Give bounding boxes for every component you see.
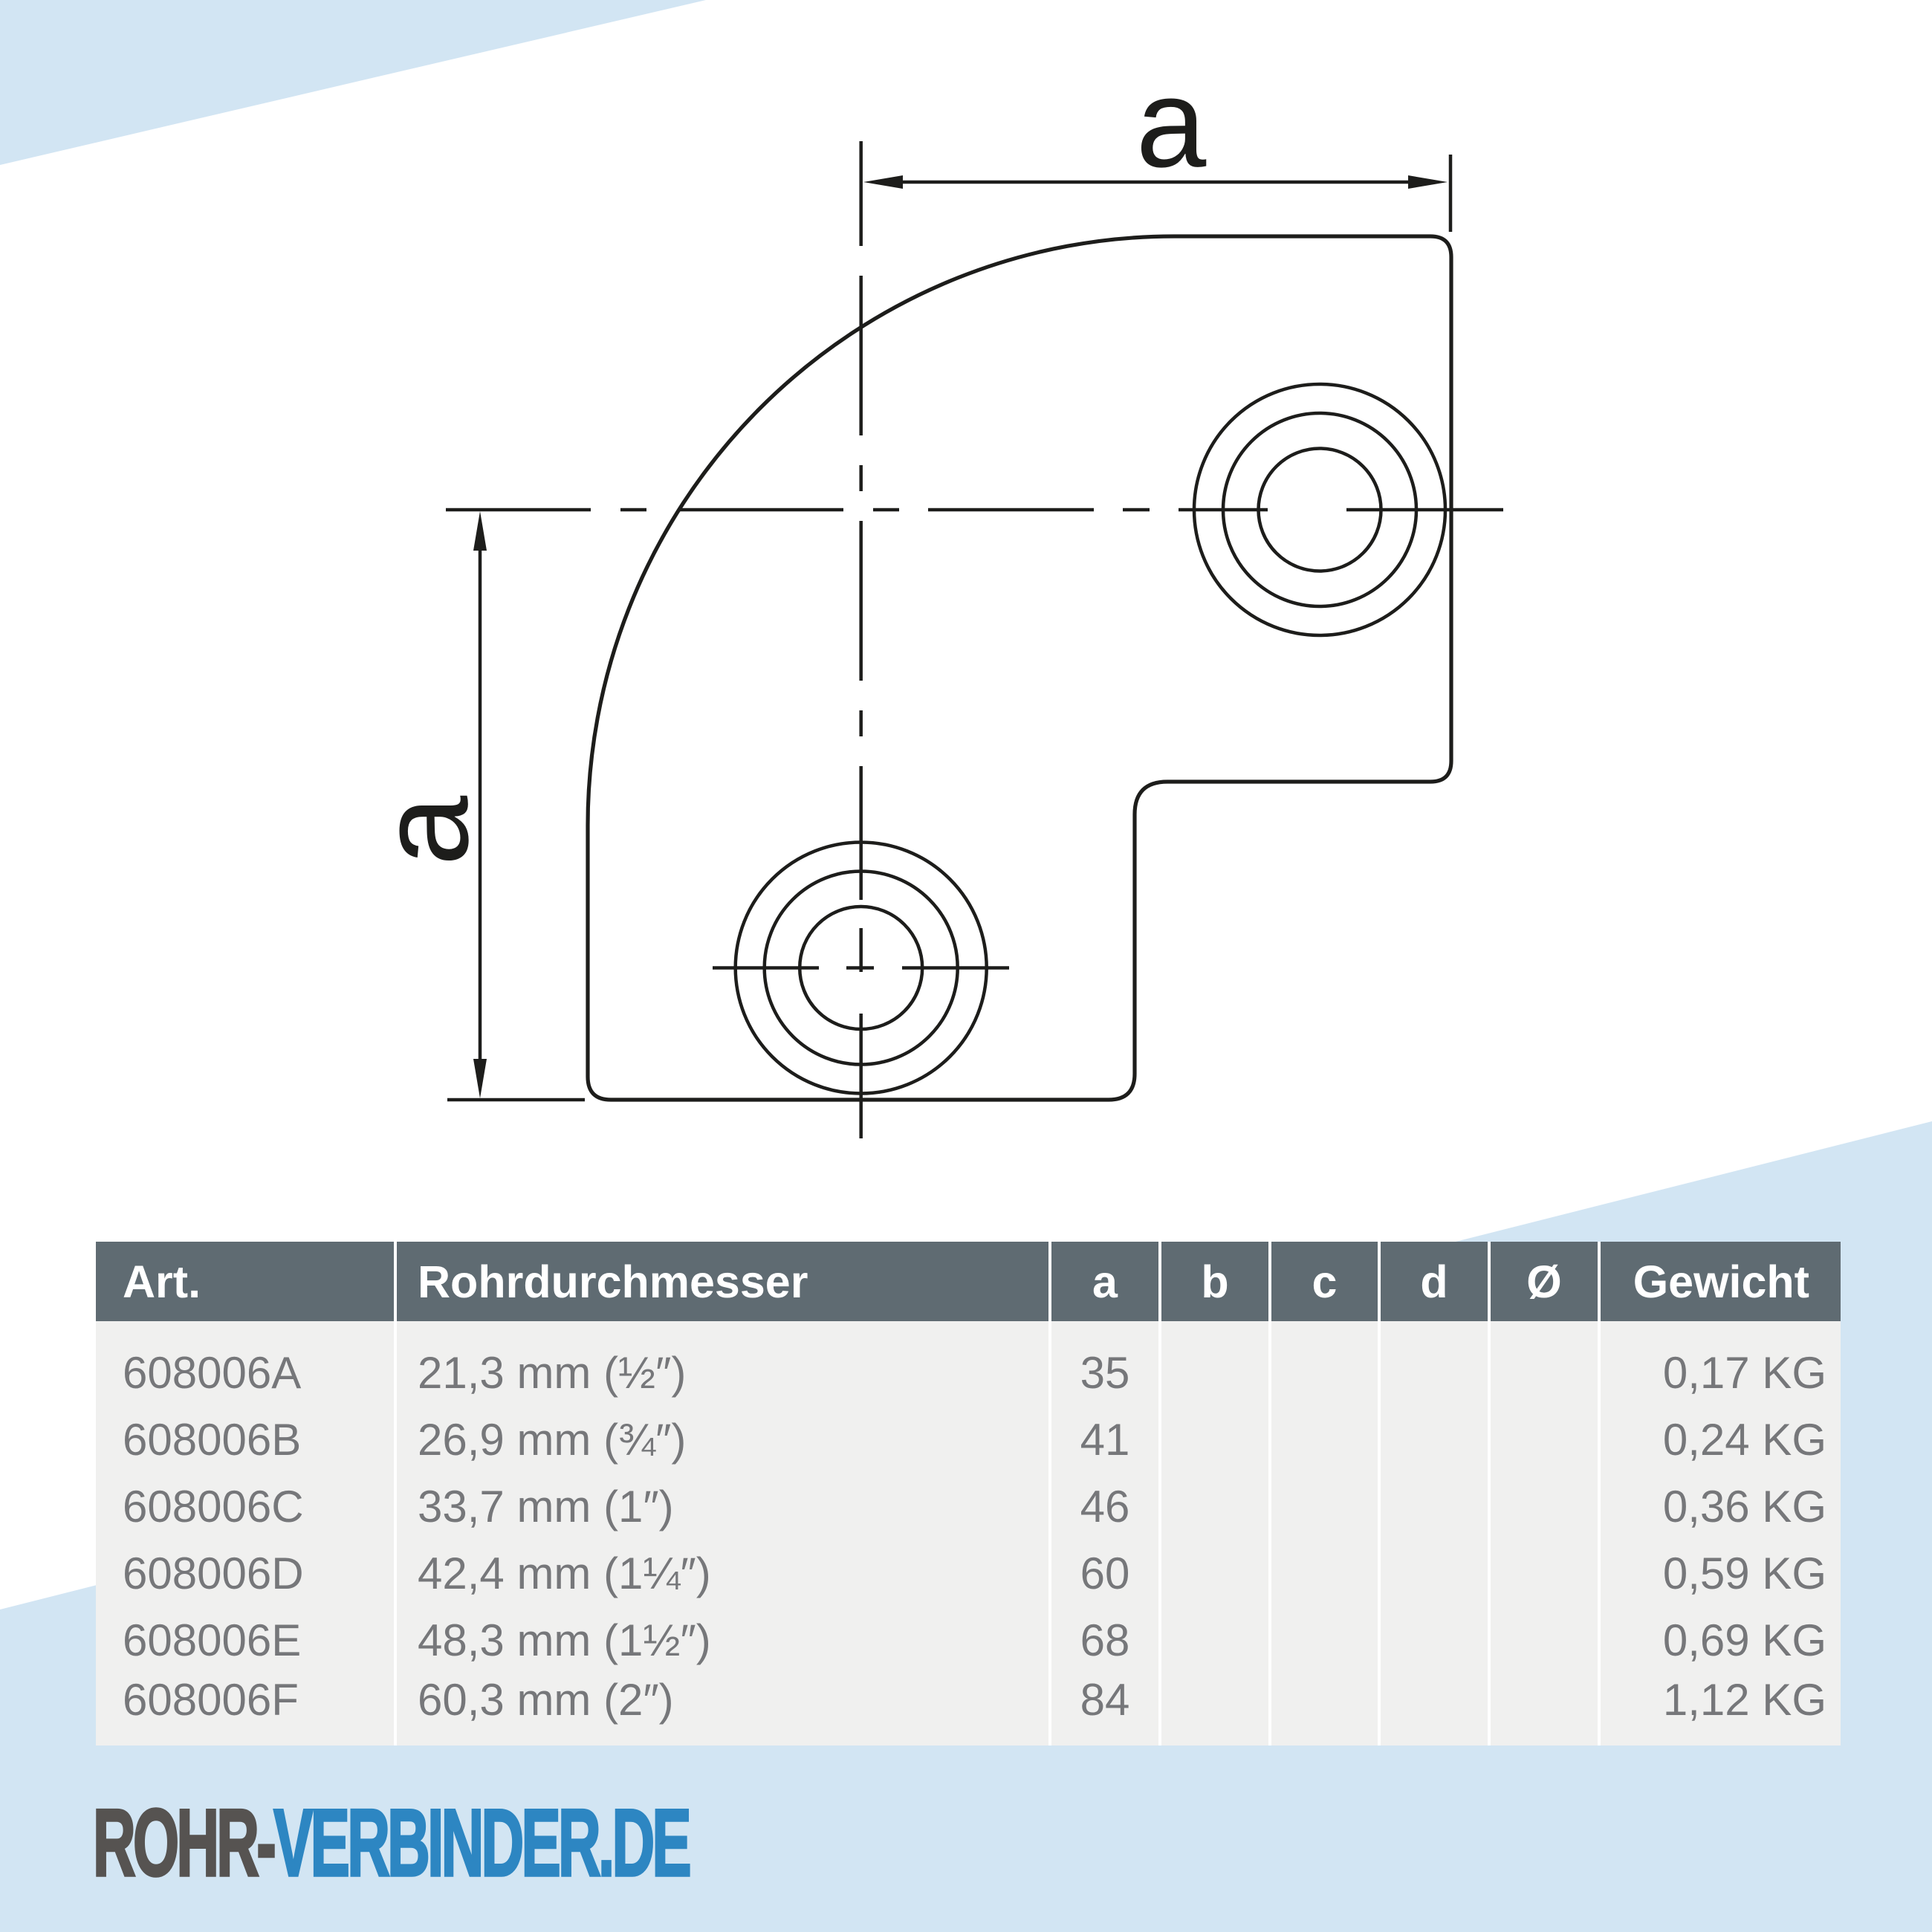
svg-text:a: a — [354, 795, 495, 866]
svg-text:a: a — [1136, 53, 1207, 194]
